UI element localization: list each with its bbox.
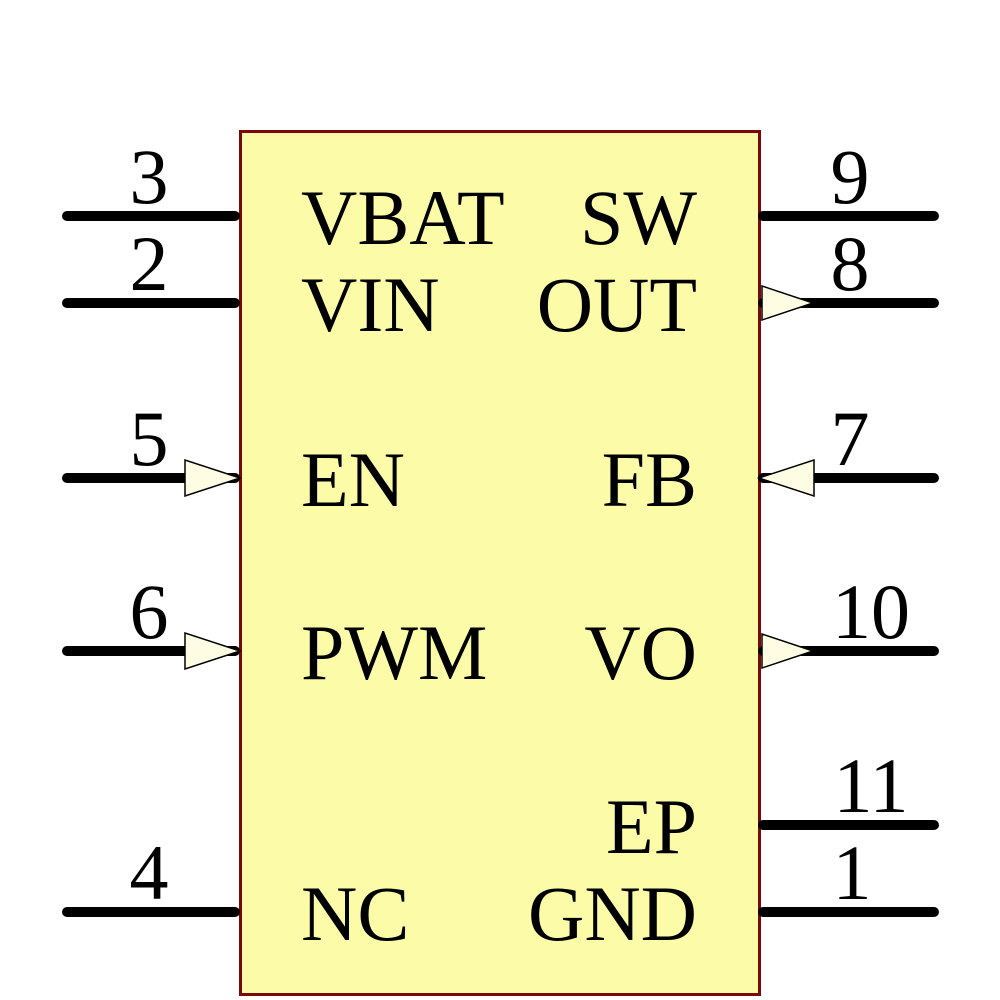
pin-wire	[62, 907, 240, 917]
input-arrow-icon	[757, 459, 815, 497]
pin-label: PWM	[301, 609, 488, 696]
pin-label: EP	[605, 783, 697, 870]
pin-label: SW	[580, 174, 697, 261]
pin-label: VIN	[301, 261, 440, 348]
pin-number: 9	[830, 133, 870, 220]
input-arrow-icon	[184, 459, 242, 497]
pin-number: 8	[830, 220, 870, 307]
pin-wire	[758, 473, 939, 483]
output-arrow-icon	[761, 633, 815, 669]
pin-number: 6	[129, 568, 169, 655]
output-arrow-icon	[761, 285, 815, 321]
pin-wire	[758, 298, 939, 308]
pin-wire	[62, 211, 240, 221]
pin-number: 7	[830, 395, 870, 482]
pin-wire	[62, 473, 240, 483]
component-body	[239, 130, 761, 996]
pin-label: VBAT	[301, 174, 505, 261]
pin-number: 11	[833, 742, 909, 829]
pin-wire	[758, 646, 939, 656]
input-arrow-icon	[184, 632, 242, 670]
pin-label: OUT	[536, 261, 697, 348]
pin-label: EN	[301, 436, 405, 523]
pin-number: 5	[129, 395, 169, 482]
pin-number: 10	[832, 568, 910, 655]
pin-label: FB	[601, 436, 697, 523]
pin-number: 2	[129, 220, 169, 307]
pin-number: 1	[832, 829, 872, 916]
pin-wire	[62, 298, 240, 308]
pin-wire	[758, 211, 939, 221]
pin-wire	[758, 907, 939, 917]
pin-wire	[758, 820, 939, 830]
pin-number: 3	[129, 133, 169, 220]
pin-number: 4	[129, 829, 169, 916]
pin-label: VO	[584, 609, 697, 696]
pin-label: GND	[528, 870, 697, 957]
pin-label: NC	[301, 870, 410, 957]
pin-wire	[62, 646, 240, 656]
